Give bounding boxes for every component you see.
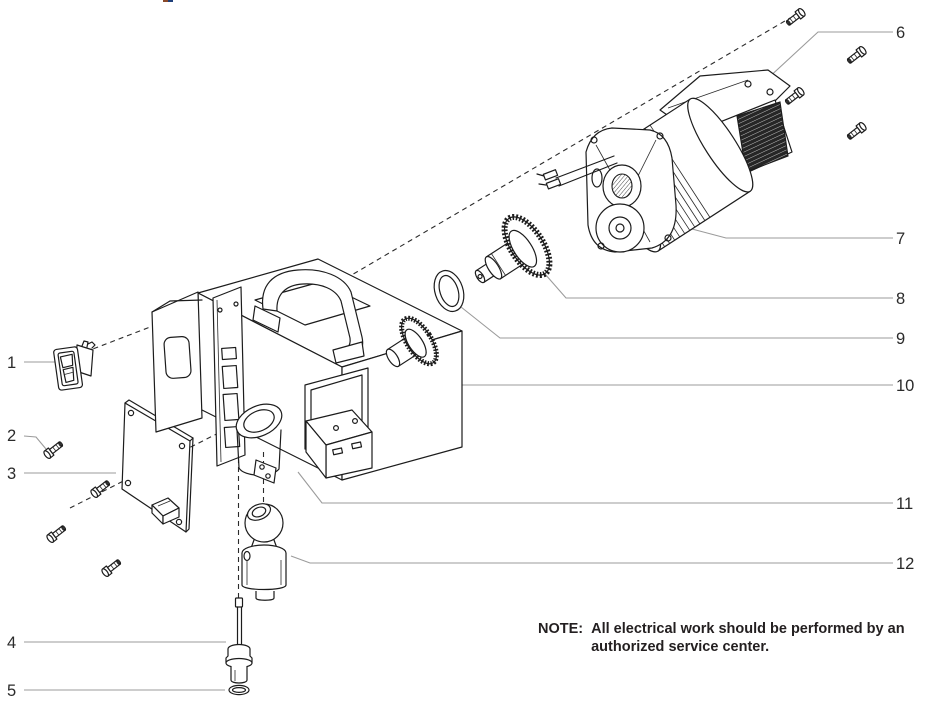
safety-note: NOTE: All electrical work should be perf… xyxy=(538,621,910,656)
callout-9: 9 xyxy=(896,330,905,348)
callout-8: 8 xyxy=(896,290,905,308)
part-oring-bottom xyxy=(228,684,250,696)
part-drive-housing xyxy=(151,258,463,484)
part-oring-gasket xyxy=(433,269,465,313)
callout-7: 7 xyxy=(896,230,905,248)
cropped-title-fragment-right xyxy=(168,0,173,2)
part-small-gear xyxy=(385,315,439,368)
callout-10: 10 xyxy=(896,377,914,395)
screws-left xyxy=(42,439,124,579)
callout-6: 6 xyxy=(896,24,905,42)
part-power-switch xyxy=(53,340,96,391)
callout-11: 11 xyxy=(896,495,913,513)
part-large-gear xyxy=(474,213,553,284)
callout-1: 1 xyxy=(7,354,16,372)
part-cover-plate xyxy=(121,399,194,533)
motor-wires xyxy=(536,155,618,190)
callout-3: 3 xyxy=(7,465,16,483)
cropped-title-fragment-left xyxy=(163,0,168,2)
callout-4: 4 xyxy=(7,634,16,652)
part-pump-rod-assembly xyxy=(241,503,287,601)
callout-2: 2 xyxy=(7,427,16,445)
screws-motor xyxy=(782,6,868,142)
safety-note-text: All electrical work should be performed … xyxy=(591,621,905,655)
callout-5: 5 xyxy=(7,682,16,700)
callout-12: 12 xyxy=(896,555,914,573)
callout-numbers: 1 2 3 4 5 6 7 8 9 10 11 12 xyxy=(7,24,914,700)
part-transducer-valve xyxy=(225,597,253,684)
part-electric-motor xyxy=(536,69,793,253)
safety-note-label: NOTE: xyxy=(538,621,584,637)
